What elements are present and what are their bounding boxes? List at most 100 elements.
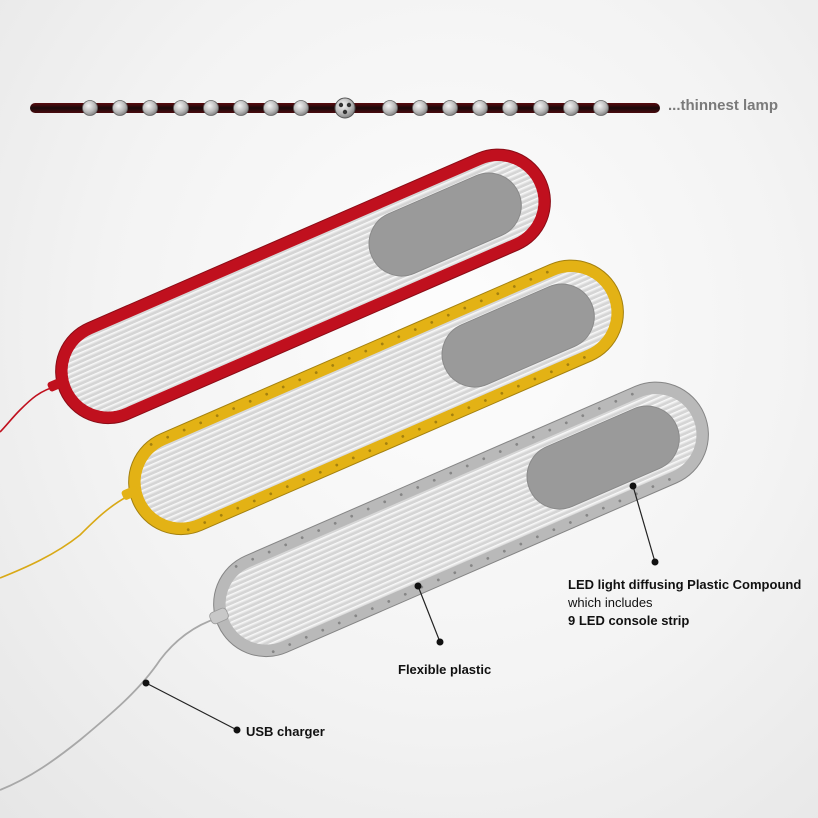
frame-dot [450, 413, 454, 417]
usb-callout-dot-a [142, 679, 150, 687]
silver-lamp [213, 381, 709, 658]
lamp-slat [244, 453, 709, 658]
led-callout-line [632, 485, 656, 563]
frame-dot [568, 521, 572, 524]
silver-connector [209, 607, 229, 625]
frame-dot [199, 421, 203, 425]
frame-dot [267, 550, 271, 554]
frame-dot [166, 435, 170, 439]
frame-dot [432, 478, 436, 482]
frame-dot [380, 342, 384, 346]
frame-dot [430, 320, 434, 324]
frame-dot [383, 500, 387, 504]
frame-dot [548, 428, 552, 432]
frame-dot [469, 564, 473, 567]
frame-dot [549, 370, 553, 374]
frame-dot [366, 507, 370, 511]
strip-bead [382, 100, 398, 116]
frame-dot [463, 306, 467, 310]
frame-dot [281, 385, 285, 389]
frame-dot [529, 277, 533, 281]
usb-callout-dot-b [233, 726, 241, 734]
frame-dot [321, 628, 325, 632]
frame-dot [498, 450, 502, 453]
frame-dot [581, 414, 585, 418]
frame-dot [651, 485, 655, 489]
frame-dot [483, 399, 487, 402]
led-pad [441, 283, 595, 388]
frame-dot [265, 392, 269, 396]
frame-dot [331, 364, 335, 367]
frame-dot [597, 407, 601, 410]
frame-dot [271, 650, 275, 654]
frame-dot [149, 443, 153, 446]
thin-lamp-strip [30, 97, 660, 119]
frame-dot [519, 542, 523, 546]
flexible-plastic-label: Flexible plastic [398, 662, 492, 677]
frame-dot [449, 471, 453, 475]
red-connector [47, 378, 63, 392]
frame-dot [182, 428, 186, 432]
frame-dot [434, 420, 438, 424]
lamp-slat [86, 220, 551, 425]
frame-dot [535, 535, 539, 539]
silver-cable [0, 617, 219, 791]
frame-dot [387, 600, 391, 603]
frame-dot [614, 399, 618, 403]
led-label-line2: which includes [568, 595, 653, 610]
frame-dot [397, 335, 401, 339]
frame-dot [399, 493, 403, 497]
led-pad [526, 405, 680, 510]
frame-dot [351, 456, 355, 460]
yellow-connector [121, 486, 139, 500]
frame-dot [630, 392, 634, 396]
frame-dot [252, 499, 256, 503]
frame-dot [350, 514, 354, 518]
red-lamp [55, 148, 551, 425]
lamp-slat [159, 331, 624, 536]
lamp-slat [242, 448, 707, 653]
frame-dot [314, 371, 318, 375]
frame-dot [318, 470, 322, 474]
strip-center-knob [334, 97, 356, 119]
frame-dot [531, 435, 535, 439]
strip-bead [112, 100, 128, 116]
frame-dot [333, 521, 337, 525]
frame-dot [285, 485, 289, 489]
led-label-line3: 9 LED console strip [568, 613, 690, 628]
frame-dot [401, 434, 405, 438]
strip-bead [593, 100, 609, 116]
frame-dot [446, 313, 450, 317]
frame-dot [545, 270, 549, 274]
lamp-slat [129, 261, 594, 466]
frame-dot [479, 299, 483, 303]
strip-bead [233, 100, 249, 116]
strip-beads [82, 100, 609, 116]
frame-dot [667, 478, 671, 481]
frame-dot [500, 391, 504, 395]
frame-dot [232, 407, 236, 410]
frame-dot [467, 406, 471, 410]
frame-dot [502, 549, 506, 553]
frame-dot [364, 349, 368, 353]
strip-bead [442, 100, 458, 116]
frame-dot [317, 529, 321, 532]
frame-dot [417, 427, 421, 431]
frame-dot [512, 285, 516, 288]
frame-dot [186, 528, 190, 532]
frame-dot [337, 621, 341, 625]
frame-dot [335, 463, 339, 467]
frame-dot [298, 378, 302, 382]
flex-callout-line [417, 585, 441, 643]
flex-callout-dot-a [414, 582, 422, 590]
usb-charger-label: USB charger [246, 724, 325, 739]
strip-bead [533, 100, 549, 116]
frame-dot [251, 557, 255, 561]
usb-callout-line [145, 682, 238, 731]
tagline-thinnest-lamp: ...thinnest lamp [668, 97, 779, 114]
frame-dot [465, 464, 469, 468]
red-cable [0, 385, 59, 433]
frame-dot [486, 556, 490, 560]
strip-bead [173, 100, 189, 116]
